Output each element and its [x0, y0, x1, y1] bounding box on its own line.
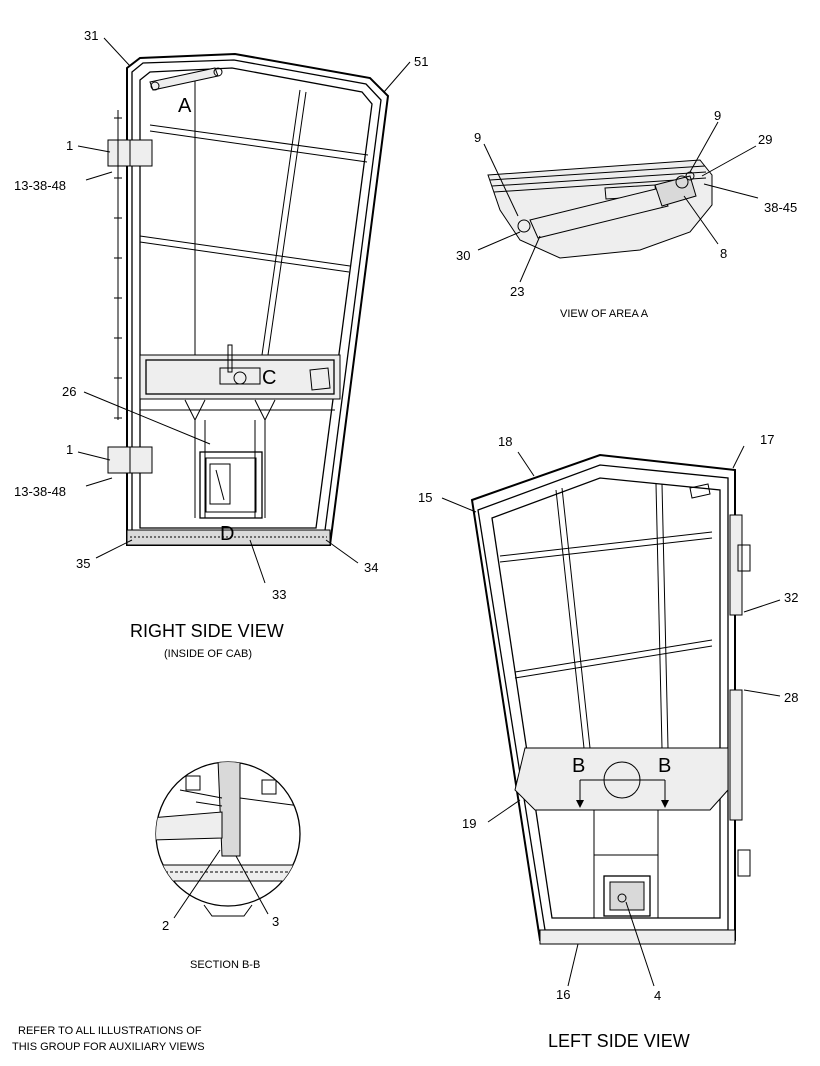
callout-8: 8: [720, 246, 727, 261]
title-left-side-view: LEFT SIDE VIEW: [548, 1031, 690, 1051]
callout-4: 4: [654, 988, 661, 1003]
title-section-bb: SECTION B-B: [190, 959, 260, 971]
area-letters: A C D B B: [178, 95, 671, 777]
callout-30: 30: [456, 248, 470, 263]
callout-35: 35: [76, 556, 90, 571]
callout-labels: 31 51 1 13-38-48 26 1 13-38-48 35 33 34 …: [14, 28, 798, 1003]
callout-23: 23: [510, 284, 524, 299]
callout-34: 34: [364, 560, 378, 575]
right-side-view-door: [77, 37, 411, 584]
left-side-view-door: [441, 445, 781, 987]
callout-13-38-48-upper: 13-38-48: [14, 178, 66, 193]
callout-1-lower: 1: [66, 442, 73, 457]
callout-28: 28: [784, 690, 798, 705]
callout-51: 51: [414, 54, 428, 69]
area-letter-a: A: [178, 95, 192, 117]
callout-29: 29: [758, 132, 772, 147]
subtitle-inside-of-cab: (INSIDE OF CAB): [164, 648, 252, 660]
callout-32: 32: [784, 590, 798, 605]
callout-38-45: 38-45: [764, 200, 797, 215]
section-letter-b-right: B: [658, 755, 671, 777]
callout-33: 33: [272, 587, 286, 602]
callout-19: 19: [462, 816, 476, 831]
callout-18: 18: [498, 434, 512, 449]
callout-17: 17: [760, 432, 774, 447]
callout-13-38-48-lower: 13-38-48: [14, 484, 66, 499]
section-bb-detail: [155, 761, 301, 919]
callout-31: 31: [84, 28, 98, 43]
callout-1-upper: 1: [66, 138, 73, 153]
view-titles: RIGHT SIDE VIEW (INSIDE OF CAB) VIEW OF …: [12, 308, 690, 1053]
note-refer-line-1: REFER TO ALL ILLUSTRATIONS OF: [18, 1025, 202, 1037]
callout-26: 26: [62, 384, 76, 399]
callout-9-right: 9: [714, 108, 721, 123]
section-letter-b-left: B: [572, 755, 585, 777]
callout-16: 16: [556, 987, 570, 1002]
view-of-area-a-detail: [477, 121, 759, 283]
callout-15: 15: [418, 490, 432, 505]
note-refer-line-2: THIS GROUP FOR AUXILIARY VIEWS: [12, 1041, 205, 1053]
callout-9-left: 9: [474, 130, 481, 145]
area-letter-c: C: [262, 367, 276, 389]
callout-3: 3: [272, 914, 279, 929]
title-view-of-area-a: VIEW OF AREA A: [560, 308, 649, 320]
callout-2: 2: [162, 918, 169, 933]
title-right-side-view: RIGHT SIDE VIEW: [130, 621, 284, 641]
area-letter-d: D: [220, 523, 234, 545]
